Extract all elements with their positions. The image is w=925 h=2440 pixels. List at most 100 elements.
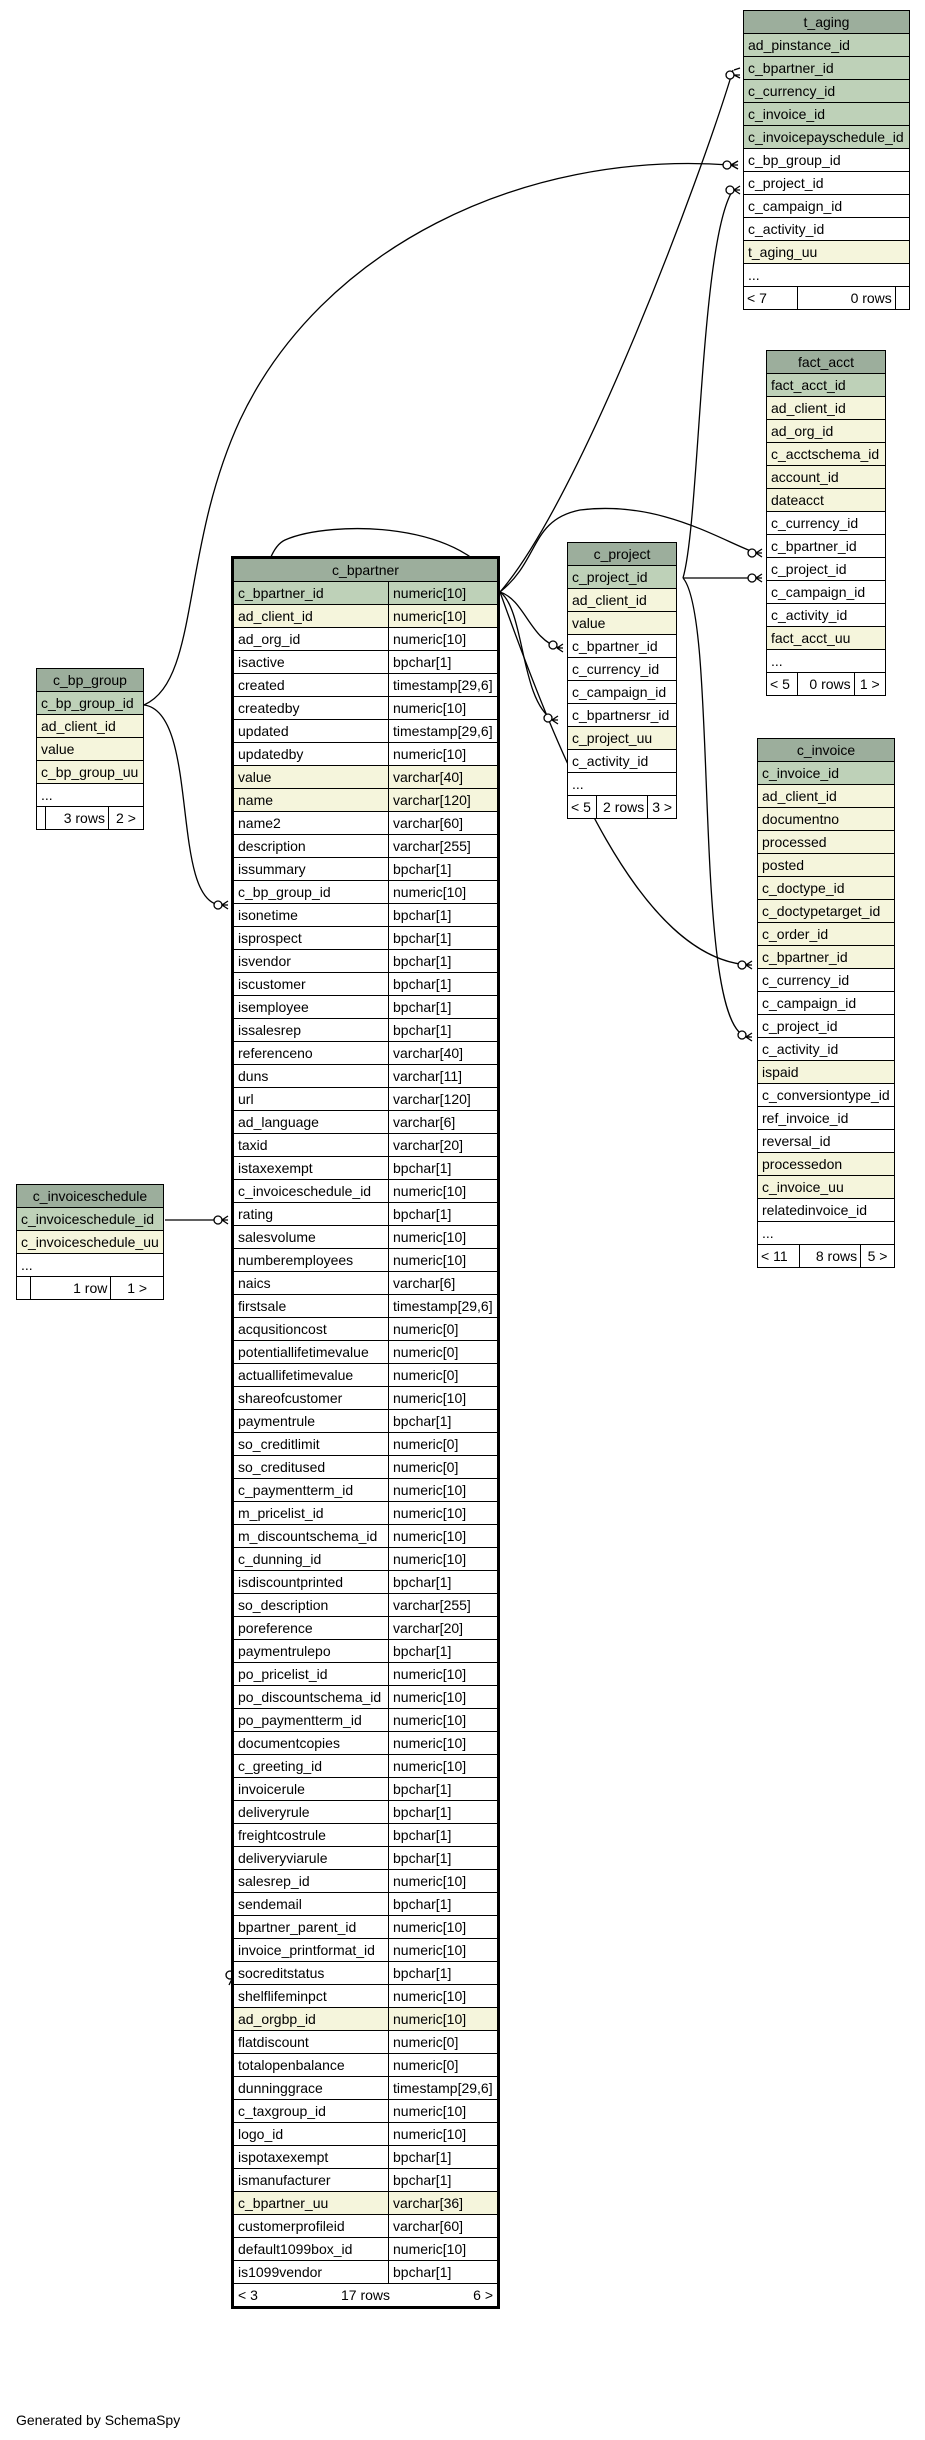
- column-type: numeric[10]: [388, 1938, 498, 1962]
- column-name: ad_pinstance_id: [743, 33, 910, 57]
- column-name: isactive: [233, 650, 389, 674]
- column-row: c_project_id: [567, 565, 677, 589]
- column-name: ad_client_id: [757, 784, 895, 808]
- column-row: value: [36, 737, 144, 761]
- footer-left: < 5: [765, 672, 799, 696]
- footer-mid: 8 rows: [799, 1244, 862, 1268]
- column-name: c_bpartner_id: [766, 534, 886, 558]
- column-row: ispaid: [757, 1060, 895, 1084]
- column-row: c_bpartnersr_id: [567, 703, 677, 727]
- table-title: c_invoice: [757, 738, 895, 762]
- column-name: ad_org_id: [233, 627, 389, 651]
- column-name: issummary: [233, 857, 389, 881]
- column-name: ad_client_id: [567, 588, 677, 612]
- column-row: c_currency_id: [743, 79, 910, 103]
- footer-right: 1 >: [853, 672, 887, 696]
- column-name: c_project_id: [567, 565, 677, 589]
- footer-mid: 3 rows: [45, 806, 109, 830]
- column-type: numeric[0]: [388, 1317, 498, 1341]
- link-bpartner-project-bpsr: [499, 591, 554, 721]
- column-name: documentno: [757, 807, 895, 831]
- column-name: c_invoice_id: [757, 761, 895, 785]
- column-type: bpchar[1]: [388, 1156, 498, 1180]
- column-name: c_invoiceschedule_id: [16, 1207, 164, 1231]
- footer-left: < 3: [238, 2287, 258, 2303]
- column-row: c_conversiontype_id: [757, 1083, 895, 1107]
- column-name: paymentrule: [233, 1409, 389, 1433]
- column-row: c_activity_id: [567, 749, 677, 773]
- column-type: numeric[10]: [388, 1984, 498, 2008]
- column-name: rating: [233, 1202, 389, 1226]
- column-row: ...: [743, 263, 910, 287]
- column-row: c_bpartner_id: [567, 634, 677, 658]
- column-row: ad_pinstance_id: [743, 33, 910, 57]
- column-row: dateacct: [766, 488, 886, 512]
- column-row: c_currency_id: [757, 968, 895, 992]
- column-name: c_invoicepayschedule_id: [743, 125, 910, 149]
- column-name: c_order_id: [757, 922, 895, 946]
- column-type: bpchar[1]: [388, 1800, 498, 1824]
- column-name: account_id: [766, 465, 886, 489]
- column-name: bpartner_parent_id: [233, 1915, 389, 1939]
- column-name: shareofcustomer: [233, 1386, 389, 1410]
- column-name: c_currency_id: [567, 657, 677, 681]
- column-name: ad_client_id: [233, 604, 389, 628]
- table-title: c_invoiceschedule: [16, 1184, 164, 1208]
- column-name: isvendor: [233, 949, 389, 973]
- column-row: ...: [567, 772, 677, 796]
- column-row: c_bp_group_uu: [36, 760, 144, 784]
- table-header-row: c_project: [567, 542, 677, 566]
- column-name: m_pricelist_id: [233, 1501, 389, 1525]
- column-name: c_campaign_id: [766, 580, 886, 604]
- column-name: m_discountschema_id: [233, 1524, 389, 1548]
- column-type: numeric[0]: [388, 1432, 498, 1456]
- column-row: c_bpartner_id: [766, 534, 886, 558]
- column-type: varchar[20]: [388, 1133, 498, 1157]
- link-bpartner-project-bp: [499, 591, 561, 649]
- column-name: c_bpartnersr_id: [567, 703, 677, 727]
- column-row: c_activity_id: [766, 603, 886, 627]
- column-row: ...: [766, 649, 886, 673]
- column-name: value: [36, 737, 144, 761]
- column-type: varchar[120]: [388, 788, 498, 812]
- table-title: t_aging: [743, 10, 910, 34]
- column-type: bpchar[1]: [388, 1961, 498, 1985]
- column-name: c_acctschema_id: [766, 442, 886, 466]
- footer-mid: 0 rows: [797, 286, 896, 310]
- column-type: numeric[10]: [388, 1731, 498, 1755]
- column-name: t_aging_uu: [743, 240, 910, 264]
- column-type: bpchar[1]: [388, 650, 498, 674]
- column-name: created: [233, 673, 389, 697]
- column-type: timestamp[29,6]: [388, 719, 498, 743]
- footer-left: < 11: [756, 1244, 801, 1268]
- column-type: numeric[10]: [388, 1869, 498, 1893]
- column-name: po_discountschema_id: [233, 1685, 389, 1709]
- column-row: documentno: [757, 807, 895, 831]
- column-type: varchar[60]: [388, 2214, 498, 2238]
- column-name: po_pricelist_id: [233, 1662, 389, 1686]
- footer-left: < 5: [567, 795, 597, 819]
- footer-right: [894, 286, 911, 310]
- column-type: bpchar[1]: [388, 1018, 498, 1042]
- footer-left: [16, 1276, 31, 1300]
- column-name: c_bpartner_id: [757, 945, 895, 969]
- column-name: taxid: [233, 1133, 389, 1157]
